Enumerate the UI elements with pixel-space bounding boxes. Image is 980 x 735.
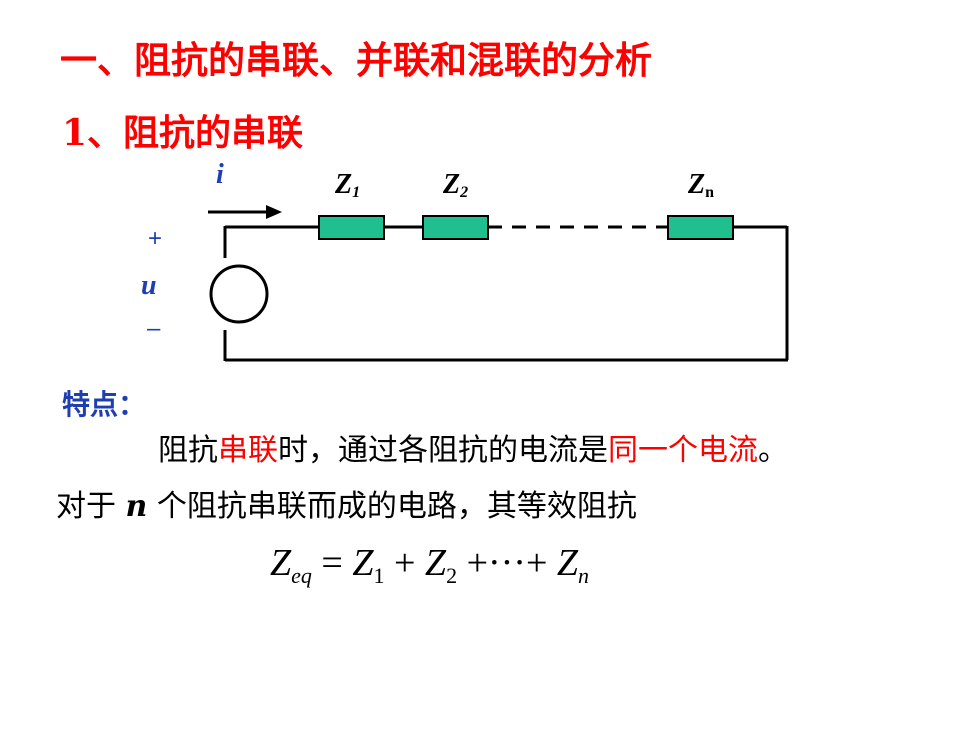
current-arrow-head [266, 205, 282, 219]
page-title: 一、阻抗的串联、并联和混联的分析 [60, 38, 652, 82]
highlight-series: 串联 [218, 433, 278, 468]
z1-label: Z1 [334, 169, 360, 201]
impedance-z1 [318, 215, 385, 240]
equivalent-impedance-text: 对于 n 个阻抗串联而成的电路，其等效阻抗 [56, 481, 637, 525]
impedance-z2 [422, 215, 489, 240]
current-label: i [216, 159, 224, 190]
equivalent-impedance-formula: Zeq = Z1 + Z2 +···+ Zn [270, 542, 590, 588]
feature-description: 阻抗串联时，通过各阻抗的电流是同一个电流。 [158, 425, 788, 469]
voltage-label: u [141, 270, 157, 301]
highlight-same-current: 同一个电流 [608, 433, 758, 468]
text-segment: 对于 [56, 489, 126, 524]
variable-n: n [125, 489, 148, 524]
minus-sign: – [147, 315, 161, 342]
text-segment: 时，通过各阻抗的电流是 [278, 433, 608, 468]
impedance-zn [667, 215, 734, 240]
features-label: 特点： [62, 388, 147, 421]
z2-label: Z2 [442, 169, 468, 201]
series-circuit-diagram: i u + – Z1 Z2 Zn [141, 159, 789, 362]
text-segment: 。 [758, 433, 788, 468]
text-segment: 阻抗 [158, 433, 218, 468]
zn-label: Zn [687, 169, 714, 201]
section-title: 1、阻抗的串联 [62, 112, 304, 154]
text-segment: 个阻抗串联而成的电路，其等效阻抗 [147, 489, 637, 524]
plus-sign: + [148, 225, 162, 252]
voltage-source [209, 264, 269, 324]
